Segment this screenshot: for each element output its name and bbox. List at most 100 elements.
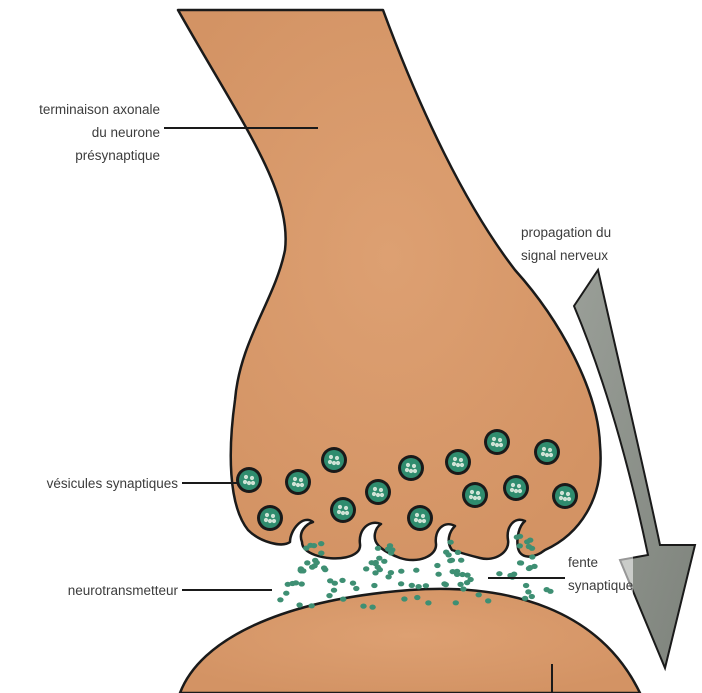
neurotransmitter-dot [369,560,375,565]
synaptic-vesicle [462,482,488,508]
neurotransmitter-dot [526,544,532,549]
neurotransmitter-dot [277,597,283,602]
neurotransmitter-dot [327,578,333,583]
neurotransmitter-dot [401,596,407,601]
neurotransmitter-dot [529,594,535,599]
label-axon-terminal-line3: présynaptique [39,144,160,167]
neurotransmitter-dot [457,582,463,587]
neurotransmitter-dot [339,578,345,583]
neurotransmitter-dot [387,543,393,548]
neurotransmitter-dot [453,600,459,605]
neurotransmitter-dot [476,592,482,597]
neurotransmitter-dot [299,581,305,586]
neurotransmitter-dot [524,539,530,544]
neurotransmitter-dot [464,573,470,578]
label-axon-terminal: terminaison axonale du neurone présynapt… [39,98,160,167]
neurotransmitter-dot [371,583,377,588]
synaptic-vesicle [365,479,391,505]
neurotransmitter-dot [388,550,394,555]
neurotransmitter-dot [522,596,528,601]
label-synaptic-cleft: fente synaptique [568,551,633,597]
neurotransmitter-dot [398,581,404,586]
neurotransmitter-dot [304,560,310,565]
label-vesicles-text: vésicules synaptiques [47,472,178,495]
neurotransmitter-dot [529,554,535,559]
label-cleft-line2: synaptique [568,574,633,597]
neurotransmitter-dot [303,546,309,551]
synaptic-vesicle [321,447,347,473]
neurotransmitter-dot [377,567,383,572]
neurotransmitter-dot [425,600,431,605]
neurotransmitter-dot [353,586,359,591]
synaptic-vesicle [257,505,283,531]
neurotransmitter-dot [360,604,366,609]
neurotransmitter-dot [450,569,456,574]
neurotransmitter-dot [413,568,419,573]
neurotransmitter-dot [318,551,324,556]
label-signal-propagation: propagation du signal nerveux [521,221,611,267]
label-neurotransmitter-text: neurotransmetteur [68,579,178,602]
label-synaptic-vesicles: vésicules synaptiques [47,472,178,495]
neurotransmitter-dot [311,563,317,568]
label-neurotransmitter: neurotransmetteur [68,579,178,602]
neurotransmitter-dot [531,564,537,569]
neurotransmitter-dot [514,535,520,540]
neurotransmitter-dot [447,558,453,563]
label-signal-line2: signal nerveux [521,244,611,267]
neurotransmitter-dot [435,572,441,577]
neurotransmitter-dot [350,581,356,586]
neurotransmitter-dot [312,558,318,563]
synaptic-vesicle [398,455,424,481]
neurotransmitter-dot [447,540,453,545]
neurotransmitter-dot [523,583,529,588]
neurotransmitter-dot [369,605,375,610]
neurotransmitter-dot [414,595,420,600]
label-cleft-line1: fente [568,551,633,574]
synaptic-vesicle [484,429,510,455]
neurotransmitter-dot [460,586,466,591]
synaptic-vesicle [285,469,311,495]
synaptic-vesicle [534,439,560,465]
neurotransmitter-dot [496,571,502,576]
neurotransmitter-dot [434,563,440,568]
synaptic-vesicle [445,449,471,475]
neurotransmitter-dot [326,593,332,598]
neurotransmitter-dot [458,558,464,563]
neurotransmitter-dot [340,597,346,602]
synaptic-vesicle [407,505,433,531]
neurotransmitter-dot [525,589,531,594]
neurotransmitter-dot [363,566,369,571]
neurotransmitter-dot [298,568,304,573]
synaptic-vesicle [503,475,529,501]
neurotransmitter-dot [423,583,429,588]
neurotransmitter-dot [388,570,394,575]
neurotransmitter-dot [311,543,317,548]
label-axon-terminal-line2: du neurone [39,121,160,144]
neurotransmitter-dot [415,584,421,589]
neurotransmitter-dot [296,602,302,607]
neurotransmitter-dot [318,541,324,546]
synaptic-vesicle [552,483,578,509]
neurotransmitter-dot [398,569,404,574]
neurotransmitter-dot [526,566,532,571]
label-axon-terminal-line1: terminaison axonale [39,98,160,121]
neurotransmitter-dot [285,582,291,587]
neurotransmitter-dot [445,552,451,557]
synaptic-vesicle [236,467,262,493]
neurotransmitter-dot [544,587,550,592]
neurotransmitter-dot [375,546,381,551]
synaptic-vesicle [330,497,356,523]
neurotransmitter-dot [409,583,415,588]
neurotransmitter-dot [283,591,289,596]
neurotransmitter-dot [309,603,315,608]
neurotransmitter-dot [376,556,382,561]
neurotransmitter-dot [517,543,523,548]
label-signal-line1: propagation du [521,221,611,244]
neurotransmitter-dot [485,598,491,603]
neurotransmitter-dot [321,565,327,570]
postsynaptic-neuron [180,589,640,693]
neurotransmitter-dot [443,582,449,587]
neurotransmitter-dot [455,550,461,555]
neurotransmitter-dot [331,588,337,593]
neurotransmitter-dot [518,560,524,565]
